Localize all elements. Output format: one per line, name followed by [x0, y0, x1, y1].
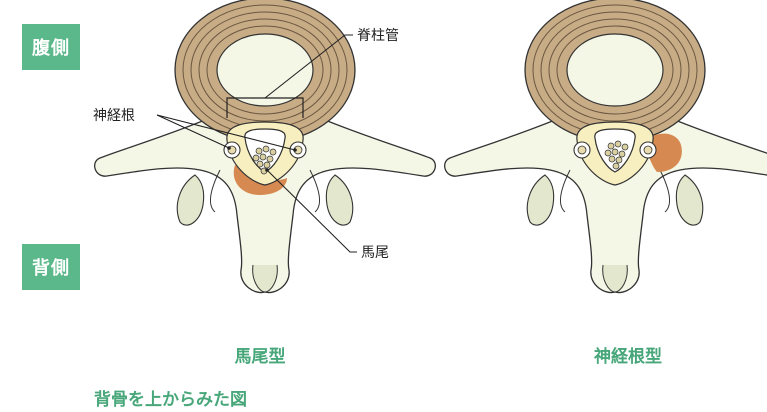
- vertebra-root-type: [445, 0, 767, 293]
- spinal-canal-label: 脊柱管: [357, 28, 399, 44]
- vertebra-diagram: 脊柱管 神経根 馬尾: [0, 0, 767, 340]
- root-type-caption: 神経根型: [568, 342, 688, 367]
- cauda-type-caption: 馬尾型: [205, 342, 315, 367]
- nerve-root-label: 神経根: [93, 108, 135, 124]
- vertebra-cauda-type: 脊柱管 神経根 馬尾: [93, 0, 435, 293]
- cauda-equina-label: 馬尾: [361, 245, 389, 261]
- figure-footer-caption: 背骨を上からみた図: [94, 385, 247, 410]
